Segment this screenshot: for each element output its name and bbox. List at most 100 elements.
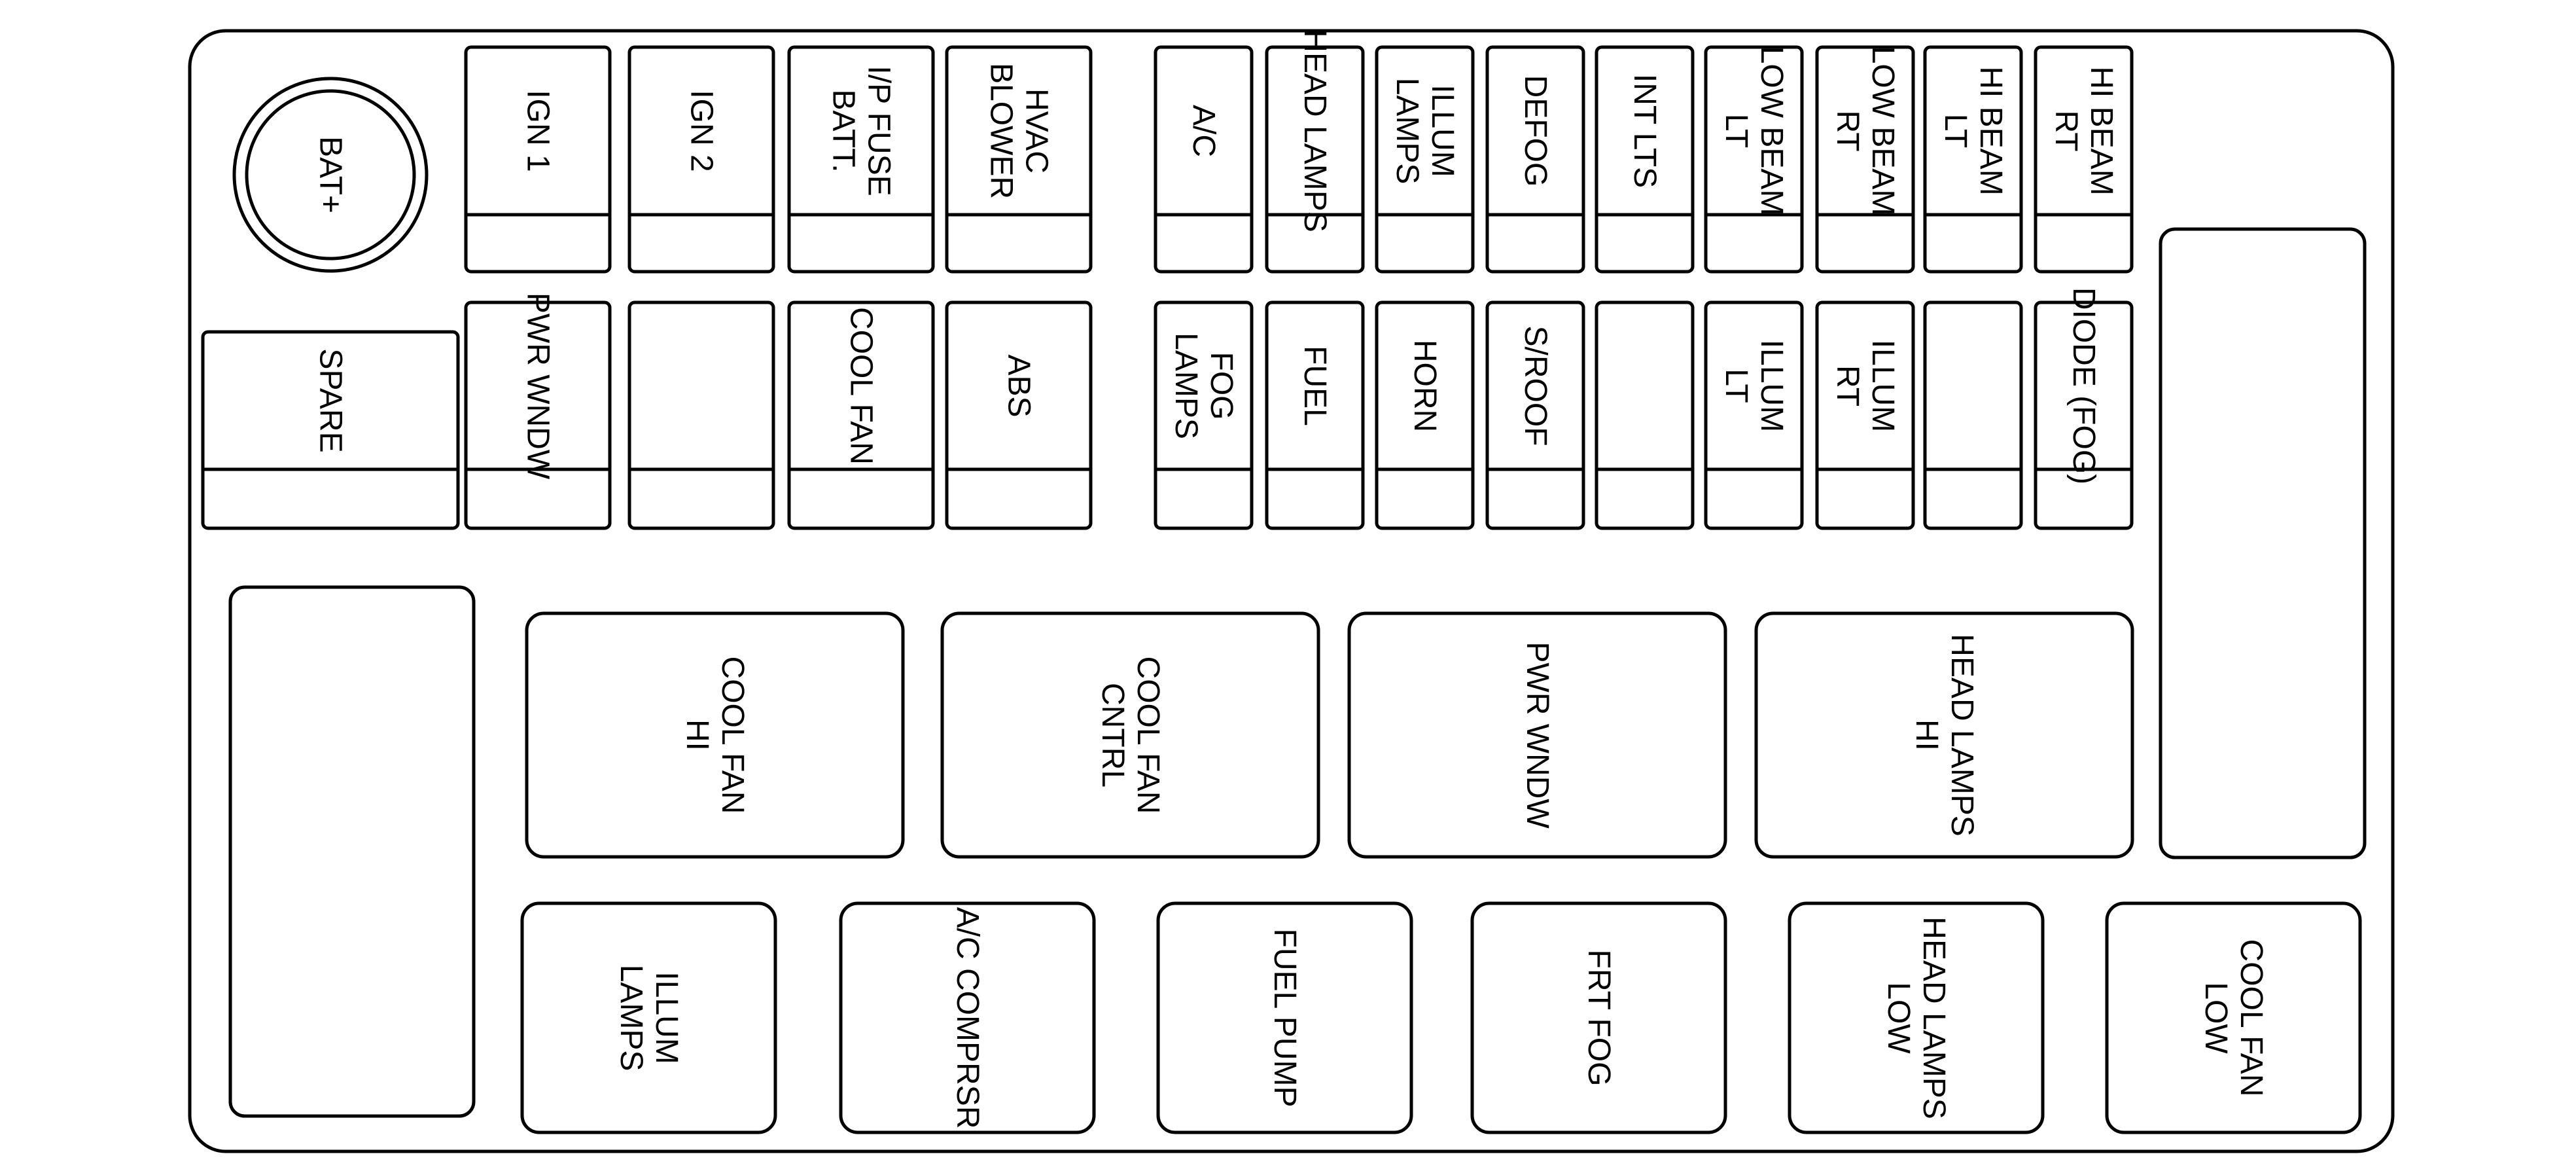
relay-cool-fan-low-label-line: LOW — [2198, 982, 2233, 1054]
fuse-pwr-wndw — [464, 300, 612, 530]
fuse-fog-lamps-label-line: FOG — [1204, 352, 1239, 420]
fuse-horn-label-line: HORN — [1407, 340, 1442, 432]
fuse-hi-beam-lt-label-line: LT — [1938, 114, 1973, 148]
fuse-ign-2-label: IGN 2 — [684, 90, 719, 171]
relay-illum-lamps-relay — [520, 901, 777, 1134]
relay-ac-comprsr — [839, 901, 1096, 1134]
fuse-illum-rt-label-line: RT — [1830, 365, 1865, 406]
fuse-ac-label-line: A/C — [1186, 105, 1221, 157]
relay-cool-fan-cntrl — [940, 611, 1320, 859]
relay-pwr-wndw-relay — [1347, 611, 1727, 859]
fuse-ign-1-label-line: IGN 1 — [521, 90, 556, 171]
fuse-hi-beam-lt-label-line: HI BEAM — [1973, 66, 2008, 195]
fuse-horn-label: HORN — [1407, 340, 1442, 432]
fuse-defog-label-line: DEFOG — [1518, 75, 1553, 187]
fuse-spare-label: SPARE — [313, 348, 348, 452]
relay-cool-fan-hi — [525, 611, 905, 859]
relay-cool-fan-cntrl-label-line: CNTRL — [1095, 683, 1130, 787]
fuse-int-lts — [1595, 45, 1695, 274]
fuse-hi-beam-rt-label-line: RT — [2049, 110, 2083, 151]
fuse-hi-beam-lt — [1923, 45, 2023, 274]
fuse-head-lamps-label: HEAD LAMPS — [1297, 29, 1332, 232]
fuse-ip-fuse-batt-label-line: I/P FUSE — [862, 65, 896, 196]
fuse-hvac-blower — [945, 45, 1093, 274]
fuse-fog-lamps — [1154, 300, 1254, 530]
fuse-defog — [1485, 45, 1585, 274]
battery-terminal-label: BAT+ — [313, 136, 348, 213]
fuse-abs-label-line: ABS — [1002, 354, 1036, 417]
relay-cool-fan-hi-label-line: COOL FAN — [715, 657, 750, 814]
fuse-s-roof — [1485, 300, 1585, 530]
fuse-int-lts-label: INT LTS — [1627, 74, 1662, 188]
fuse-diode-fog-label: DIODE (FOG) — [2066, 287, 2101, 484]
fuse-ign-1-label: IGN 1 — [521, 90, 556, 171]
fuse-spare — [201, 330, 460, 530]
fuse-cool-fan — [787, 300, 935, 530]
fuse-horn — [1375, 300, 1475, 530]
fuse-ign-2-label-line: IGN 2 — [684, 90, 719, 171]
relay-fuel-pump-label: FUEL PUMP — [1267, 929, 1302, 1108]
relay-cool-fan-low-label-line: COOL FAN — [2234, 939, 2268, 1097]
relay-frt-fog — [1470, 901, 1727, 1134]
fuse-ip-fuse-batt — [787, 45, 935, 274]
fuse-empty-1 — [627, 300, 775, 530]
fuse-head-lamps-label-line: HEAD LAMPS — [1297, 29, 1332, 232]
relay-cool-fan-hi-label-line: HI — [680, 719, 715, 751]
fuse-s-roof-label-line: S/ROOF — [1518, 325, 1553, 446]
relay-ac-comprsr-label: A/C COMPRSR — [950, 907, 985, 1129]
fuse-low-beam-lt-label-line: LOW BEAM — [1754, 46, 1789, 216]
fuse-hvac-blower-label-line: HVAC — [1019, 88, 1054, 173]
fuse-hi-beam-rt — [2034, 45, 2134, 274]
fuse-illum-lamps-label-line: LAMPS — [1390, 78, 1424, 185]
relay-head-lamps-low — [1788, 901, 2045, 1134]
relay-head-lamps-hi — [1754, 611, 2134, 859]
fuse-illum-lamps — [1375, 45, 1475, 274]
fuse-low-beam-rt-label-line: RT — [1830, 110, 1865, 151]
fuse-diode-fog — [2034, 300, 2134, 530]
blank-slot-right — [2159, 227, 2367, 859]
relay-ac-comprsr-label-line: A/C COMPRSR — [950, 907, 985, 1129]
relay-head-lamps-hi-label-line: HI — [1909, 719, 1944, 751]
relay-fuel-pump — [1156, 901, 1413, 1134]
fuse-illum-rt-label-line: ILLUM — [1865, 340, 1900, 432]
fuse-ign-2 — [627, 45, 775, 274]
fuse-illum-lt — [1704, 300, 1804, 530]
relay-pwr-wndw-relay-label-line: PWR WNDW — [1520, 641, 1555, 829]
fuse-low-beam-rt-label-line: LOW BEAM — [1865, 46, 1900, 216]
fuse-spare-label-line: SPARE — [313, 348, 348, 452]
fuse-low-beam-rt — [1815, 45, 1915, 274]
battery-terminal-outer — [232, 77, 429, 273]
battery-terminal-label-line: BAT+ — [313, 136, 348, 213]
fuse-hvac-blower-label-line: BLOWER — [984, 63, 1019, 199]
fuse-ac-label: A/C — [1186, 105, 1221, 157]
battery-terminal-inner — [245, 89, 416, 261]
fuse-hi-beam-rt-label-line: HI BEAM — [2084, 66, 2119, 195]
relay-illum-lamps-relay-label-line: ILLUM — [649, 971, 684, 1064]
fuse-defog-label: DEFOG — [1518, 75, 1553, 187]
fuse-pwr-wndw-label-line: PWR WNDW — [521, 293, 556, 480]
fuse-s-roof-label: S/ROOF — [1518, 325, 1553, 446]
fuse-abs-label: ABS — [1002, 354, 1036, 417]
relay-fuel-pump-label-line: FUEL PUMP — [1267, 929, 1302, 1108]
fuse-cool-fan-label-line: COOL FAN — [844, 307, 879, 465]
fuse-ac — [1154, 45, 1254, 274]
fuse-block-housing — [188, 29, 2395, 1153]
fuse-illum-lt-label-line: ILLUM — [1754, 340, 1789, 432]
fuse-empty-2 — [1595, 300, 1695, 530]
